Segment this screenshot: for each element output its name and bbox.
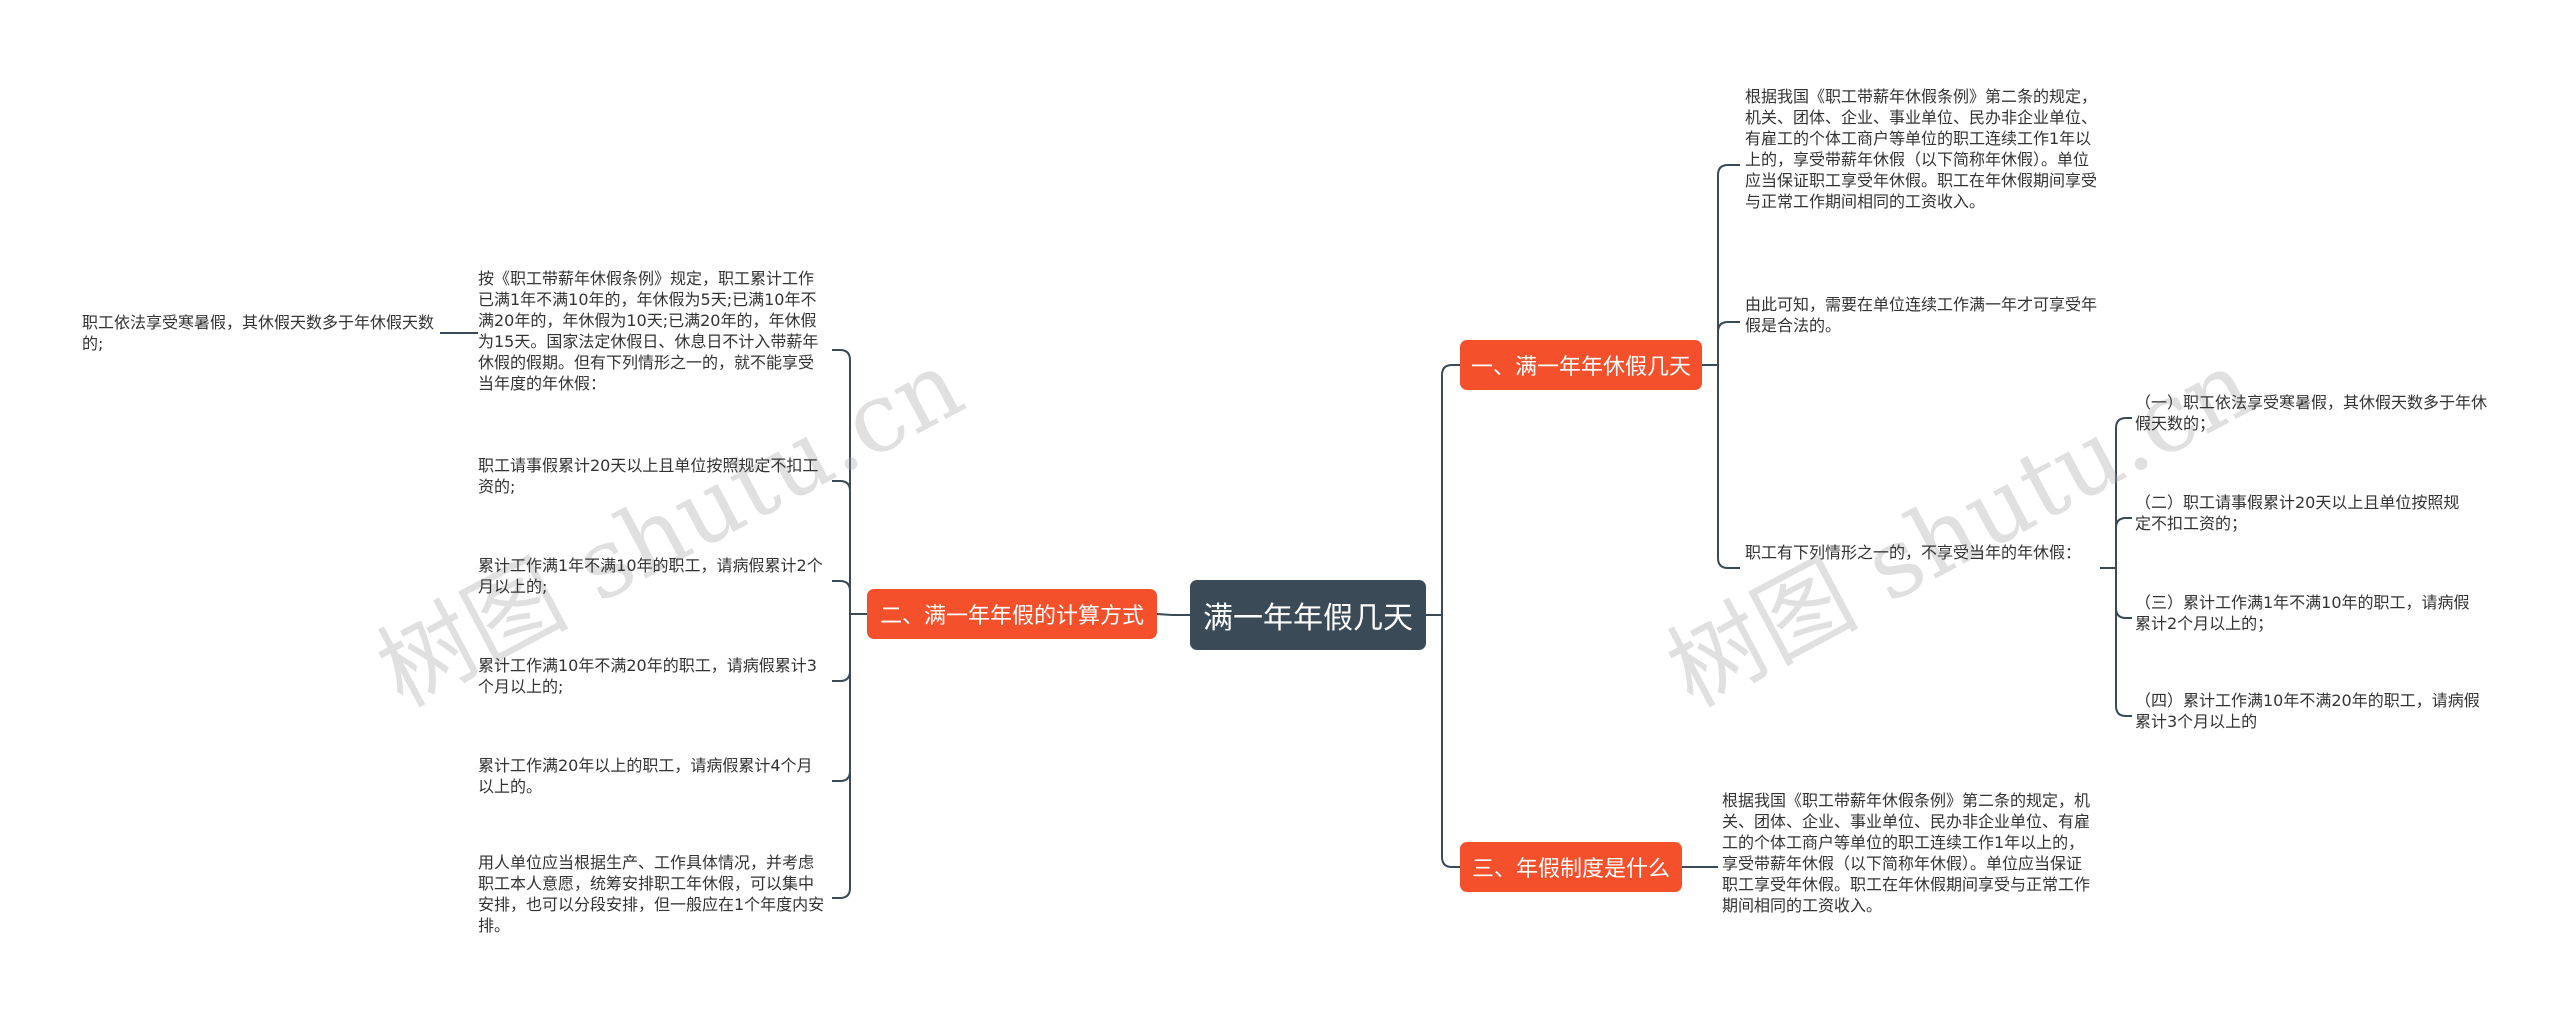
- b1-sub-edge-1: [2115, 517, 2132, 568]
- b3-leaf-regulation: 根据我国《职工带薪年休假条例》第二条的规定，机关、团体、企业、事业单位、民办非企…: [1722, 791, 2091, 915]
- branch-calculation-method[interactable]: 二、满一年年假的计算方式: [867, 589, 1157, 639]
- b1-sub-edge-0: [2115, 417, 2132, 568]
- b2-edge-2: [832, 580, 851, 614]
- b1-sub-edge-2: [2115, 568, 2132, 619]
- b2-sub-leaf-vacation: 职工依法享受寒暑假，其休假天数多于年休假天数的;: [82, 313, 435, 353]
- b1-leaf-regulation: 根据我国《职工带薪年休假条例》第二条的规定，机关、团体、企业、事业单位、民办非企…: [1745, 87, 2098, 211]
- b2-edge-3: [832, 614, 851, 682]
- root-right-edge-0: [1441, 364, 1460, 615]
- b2-leaf-sick-10-20: 累计工作满10年不满20年的职工，请病假累计3个月以上的;: [478, 656, 817, 696]
- root-left-edge-0: [1156, 613, 1173, 616]
- b1-exception-2: （二）职工请事假累计20天以上且单位按照规定不扣工资的；: [2135, 493, 2460, 533]
- root-topic[interactable]: 满一年年假几天: [1190, 580, 1426, 650]
- b1-edge-0: [1717, 164, 1740, 365]
- branch-leave-system[interactable]: 三、年假制度是什么: [1460, 842, 1682, 892]
- b2-leaf-personal-leave: 职工请事假累计20天以上且单位按照规定不扣工资的;: [478, 456, 819, 496]
- b1-leaf-exceptions: 职工有下列情形之一的，不享受当年的年休假：: [1745, 543, 2082, 562]
- b1-exception-4: （四）累计工作满10年不满20年的职工，请病假累计3个月以上的: [2135, 691, 2480, 731]
- b2-leaf-arrangement: 用人单位应当根据生产、工作具体情况，并考虑职工本人意愿，统筹安排职工年休假，可以…: [478, 853, 825, 935]
- b2-edge-5: [832, 614, 851, 899]
- b1-sub-edge-3: [2115, 568, 2132, 717]
- b1-exception-3: （三）累计工作满1年不满10年的职工，请病假累计2个月以上的；: [2135, 593, 2470, 633]
- b2-leaf-sick-20-plus: 累计工作满20年以上的职工，请病假累计4个月以上的。: [478, 756, 813, 796]
- branch-annual-leave-days[interactable]: 一、满一年年休假几天: [1460, 340, 1702, 390]
- b2-leaf-rules: 按《职工带薪年休假条例》规定，职工累计工作已满1年不满10年的，年休假为5天;已…: [478, 269, 819, 393]
- b1-exception-1: （一）职工依法享受寒暑假，其休假天数多于年休假天数的；: [2135, 393, 2488, 433]
- root-right-edge-1: [1441, 615, 1460, 868]
- b2-leaf-sick-1-10: 累计工作满1年不满10年的职工，请病假累计2个月以上的;: [478, 556, 823, 596]
- b1-edge-1: [1717, 321, 1740, 365]
- b1-edge-2: [1717, 365, 1740, 569]
- b1-leaf-conclusion: 由此可知，需要在单位连续工作满一年才可享受年假是合法的。: [1745, 295, 2098, 335]
- b2-edge-4: [832, 614, 851, 782]
- b2-edge-1: [832, 480, 851, 614]
- b2-edge-0: [832, 349, 851, 614]
